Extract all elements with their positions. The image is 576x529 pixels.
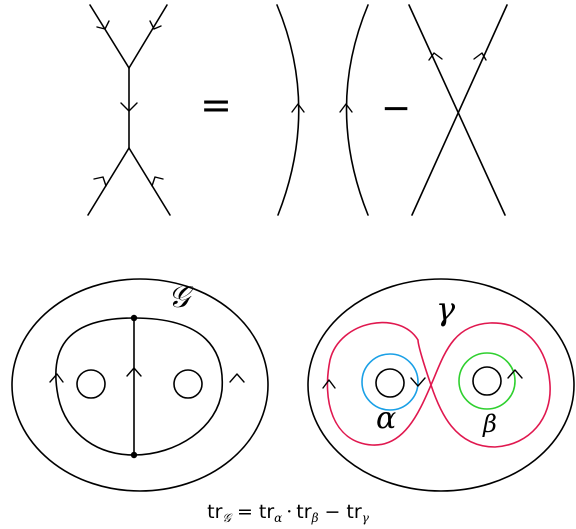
equals-sign: =	[200, 83, 232, 127]
outer-boundary	[11, 278, 269, 492]
formula-dot: ·	[286, 501, 292, 523]
parallel-arcs	[276, 4, 369, 216]
vertex-dot	[130, 451, 138, 459]
hole	[76, 369, 106, 399]
formula-tr: tr	[207, 501, 222, 523]
formula-minus: −	[325, 501, 341, 523]
arrow-icon	[49, 373, 64, 383]
arrow-icon	[339, 103, 353, 113]
arrow-icon	[149, 20, 162, 30]
vertex-dot	[130, 314, 138, 322]
hole	[173, 369, 203, 399]
gamma-label: γ	[436, 290, 456, 328]
beta-curve	[458, 352, 516, 410]
skein-relation: = −	[87, 4, 508, 216]
alpha-curve	[361, 353, 419, 411]
arrow-icon	[229, 373, 245, 383]
arrow-icon	[291, 103, 305, 113]
formula-sub: 𝒢	[222, 511, 233, 525]
arrow-icon	[96, 20, 110, 30]
beta-label: β	[482, 410, 497, 438]
alpha-label: α	[376, 401, 396, 436]
arrow-icon	[151, 176, 164, 187]
formula-sub: α	[274, 511, 282, 525]
alpha-arrow-icon	[410, 377, 426, 387]
formula-tr: tr	[296, 501, 311, 523]
graph-label: 𝒢	[168, 280, 194, 315]
graph-loop	[55, 317, 224, 456]
formula-sub: γ	[362, 511, 370, 525]
vertex-graph	[87, 4, 171, 216]
arrow-icon	[126, 367, 142, 377]
gamma-arrow-icon	[322, 379, 336, 389]
hole	[472, 366, 502, 396]
formula-sub: β	[311, 511, 319, 525]
arrow-icon	[93, 176, 107, 187]
hole	[375, 368, 405, 398]
trace-formula: tr𝒢=trα·trβ−trγ	[207, 501, 370, 525]
formula-tr: tr	[346, 501, 361, 523]
arrow-icon	[473, 52, 487, 61]
arrow-icon	[428, 52, 443, 61]
crossing	[408, 4, 508, 216]
left-surface: 𝒢	[11, 278, 269, 492]
formula-tr: tr	[259, 501, 274, 523]
outer-boundary	[307, 278, 575, 492]
minus-sign: −	[381, 88, 411, 129]
gamma-curve	[326, 321, 551, 448]
right-surface: γ α β	[307, 278, 575, 492]
arrow-icon	[120, 102, 138, 112]
formula-eq: =	[237, 501, 253, 523]
beta-arrow-icon	[507, 369, 523, 379]
